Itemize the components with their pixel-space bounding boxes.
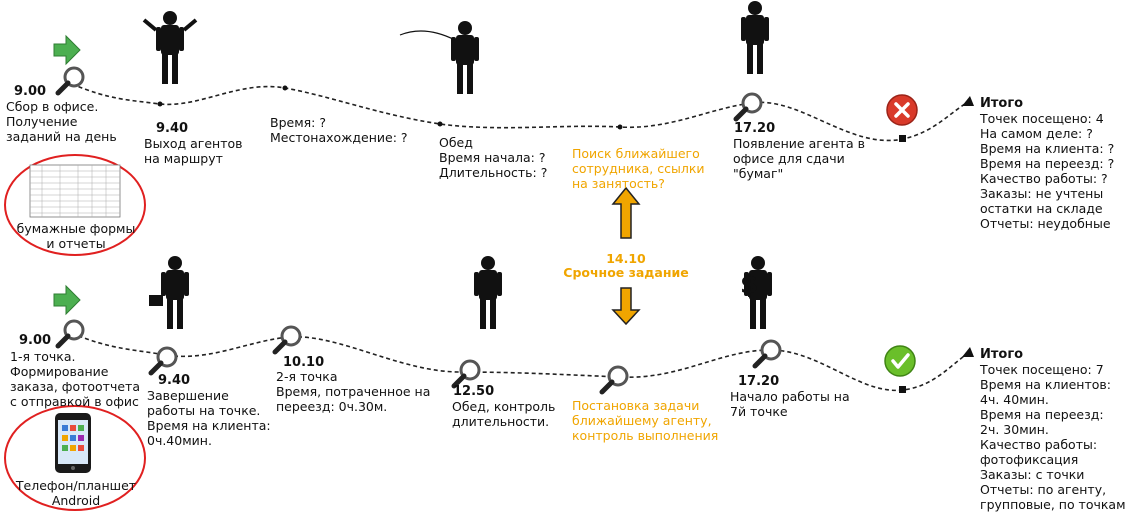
top-arrive-time: 17.20 [734,121,776,136]
bottom-finish-text: Завершение работы на точке. Время на кли… [147,388,271,448]
person-briefcase-icon [149,256,189,329]
bottom-start-time: 9.00 [19,333,52,348]
bottom-start7-text: Начало работы на 7й точке [730,389,850,419]
urgent-text: Срочное задание [563,265,689,280]
bottom-finish-time: 9.40 [158,373,191,388]
fail-icon [886,94,918,126]
top-start-text: Сбор в офисе. Получение заданий на день [6,99,117,144]
top-search-text: Поиск ближайшего сотрудника, ссылки на з… [572,146,705,191]
top-exit-time: 9.40 [156,121,189,136]
bottom-task-text: Постановка задачи ближайшему агенту, кон… [572,398,719,443]
urgent-time: 14.10 [606,251,646,266]
person-dollar-icon: $ [740,256,772,329]
magnifier-icon [602,367,627,392]
top-total-text: Точек посещено: 4 На самом деле: ? Время… [980,111,1115,231]
bottom-total-title: Итого [980,347,1024,362]
top-exit-text: Выход агентов на маршрут [144,136,243,166]
person-jacket-icon [741,1,769,74]
device-label: Телефон/планшет Android [15,478,137,508]
magnifier-icon [58,68,83,93]
bottom-lunch-text: Обед, контроль длительности. [452,399,556,429]
bottom-second-text: 2-я точка Время, потраченное на переезд:… [276,369,431,414]
bottom-route-path [71,332,971,392]
top-lunch-text: Обед Время начала: ? Длительность: ? [439,135,548,180]
bottom-total-text: Точек посещено: 7 Время на клиентов: 4ч.… [980,362,1126,512]
magnifier-icon [151,348,176,373]
top-start-time: 9.00 [14,84,47,99]
top-arrive-text: Появление агента в офисе для сдачи "бума… [733,136,865,181]
bottom-start-arrow-icon [53,285,81,315]
magnifier-icon [58,321,83,346]
phone-icon [55,413,91,473]
paper-forms-circle [4,154,146,256]
device-circle [4,405,146,511]
paper-label: бумажные формы и отчеты [16,221,136,251]
magnifier-icon [755,341,780,366]
bottom-second-time: 10.10 [283,355,325,370]
top-start-arrow-icon [53,35,81,65]
top-route-path [71,83,971,142]
magnifier-icon [736,94,761,119]
magnifier-icon [454,361,479,386]
person-phone-icon [474,256,502,329]
top-end-arrow-icon [962,96,974,106]
up-arrow-icon [611,186,641,239]
person-fishing-icon [399,21,479,94]
bottom-start7-time: 17.20 [738,374,780,389]
svg-text:$: $ [740,270,758,300]
top-unknown-text: Время: ? Местонахождение: ? [270,115,408,145]
bottom-lunch-time: 12.50 [453,384,495,399]
ok-icon [884,345,916,377]
bottom-end-arrow-icon [962,347,974,357]
magnifier-icon [275,327,300,352]
bottom-start-text: 1-я точка. Формирование заказа, фотоотче… [10,349,140,409]
top-total-title: Итого [980,96,1024,111]
down-arrow-icon [611,287,641,326]
person-shrug-icon [142,11,198,84]
paper-form-icon [29,164,121,218]
